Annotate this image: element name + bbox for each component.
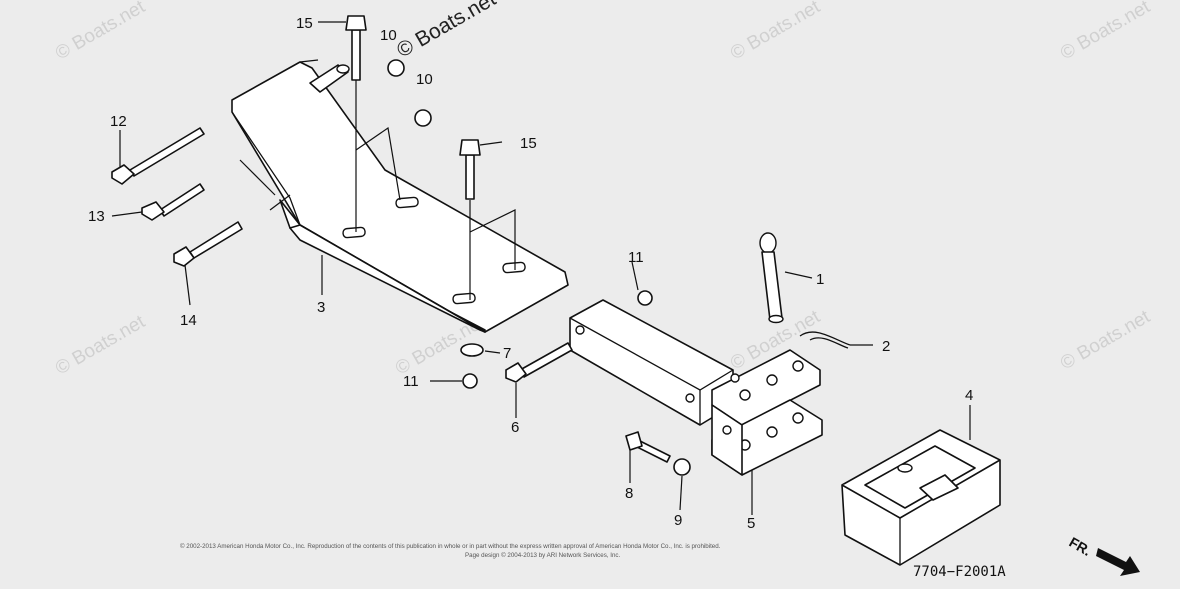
front-direction-arrow-icon: FR. xyxy=(1067,534,1140,576)
callout-7: 7 xyxy=(503,345,511,362)
bolt-part xyxy=(173,221,243,267)
callout-11: 11 xyxy=(628,249,644,266)
callout-10: 10 xyxy=(380,27,397,44)
nut-part xyxy=(462,373,478,389)
callout-14: 14 xyxy=(180,312,197,329)
watermark-dark: © Boats.net xyxy=(393,0,500,62)
callout-9: 9 xyxy=(674,512,682,529)
direction-label: FR. xyxy=(1067,534,1095,559)
callout-15: 15 xyxy=(520,135,537,152)
callout-15: 15 xyxy=(296,15,313,32)
callout-10: 10 xyxy=(416,71,433,88)
nut-part xyxy=(387,59,405,77)
hitch-pad-part xyxy=(841,429,1001,566)
callout-leaders xyxy=(111,21,971,515)
nut-part xyxy=(637,290,653,306)
bolt-part xyxy=(505,342,573,383)
callout-4: 4 xyxy=(965,387,973,404)
bolt-part xyxy=(141,183,205,221)
washer-part xyxy=(460,343,484,357)
watermark: © Boats.net xyxy=(52,311,149,379)
watermark: © Boats.net xyxy=(52,0,149,64)
callout-5: 5 xyxy=(747,515,755,532)
mounting-bracket-part xyxy=(231,59,569,333)
hitch-pin-part xyxy=(759,232,784,324)
watermark: © Boats.net xyxy=(727,0,824,64)
callout-13: 13 xyxy=(88,208,105,225)
callout-labels: 15 10 10 12 15 13 14 3 11 1 2 7 11 6 4 8… xyxy=(88,15,973,532)
alignment-lines xyxy=(239,80,516,300)
bolt-part xyxy=(111,127,205,185)
callout-3: 3 xyxy=(317,299,325,316)
copyright-text: Page design © 2004-2013 by ARI Network S… xyxy=(465,552,620,559)
callout-8: 8 xyxy=(625,485,633,502)
callout-2: 2 xyxy=(882,338,890,355)
callout-12: 12 xyxy=(110,113,127,130)
callout-1: 1 xyxy=(816,271,824,288)
bolt-part xyxy=(625,431,671,463)
hair-pin-clip-part xyxy=(799,331,851,349)
watermark: © Boats.net xyxy=(1057,306,1154,374)
diagram-code: 7704−F2001A xyxy=(913,564,1006,580)
watermark: © Boats.net xyxy=(1057,0,1154,64)
copyright-text: © 2002-2013 American Honda Motor Co., In… xyxy=(180,543,721,550)
bolt-part xyxy=(459,139,481,200)
callout-11: 11 xyxy=(403,373,419,390)
nut-part xyxy=(673,458,691,476)
nut-part xyxy=(414,109,432,127)
hitch-bar-part xyxy=(569,299,823,476)
callout-6: 6 xyxy=(511,419,519,436)
